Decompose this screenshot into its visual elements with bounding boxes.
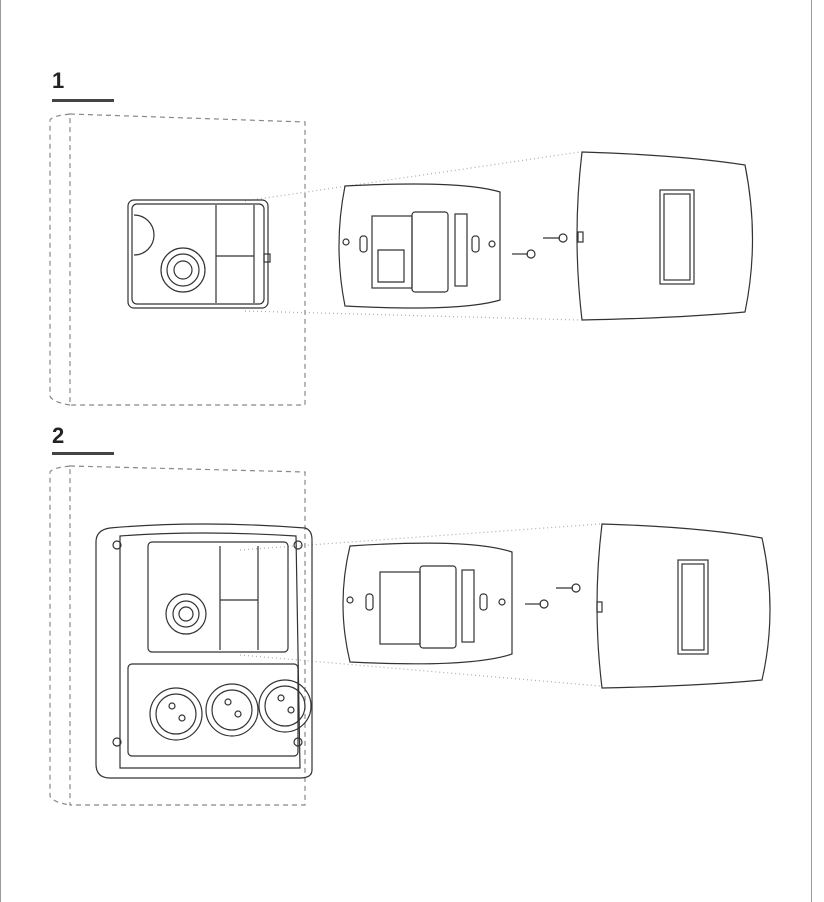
step-2-guide-lines bbox=[239, 523, 601, 687]
step-1-wall-box bbox=[127, 199, 271, 309]
step-1-cover-plate bbox=[576, 151, 754, 321]
outlet-2 bbox=[205, 683, 259, 737]
step-2-underline bbox=[52, 452, 114, 455]
step-1-number: 1 bbox=[52, 68, 65, 93]
step-1-guide-lines bbox=[244, 151, 581, 321]
step-2-screws bbox=[525, 583, 581, 609]
step-1-module-support bbox=[338, 183, 501, 309]
step-1-wall-outline bbox=[49, 113, 306, 406]
step-2-wall-box bbox=[95, 523, 313, 779]
step-2-number: 2 bbox=[52, 423, 65, 448]
step-2-cover-plate bbox=[596, 523, 771, 689]
step-2-module-support bbox=[342, 542, 513, 665]
step-1-screws bbox=[512, 233, 568, 259]
step-1-underline bbox=[52, 99, 114, 102]
outlet-1 bbox=[149, 687, 203, 741]
outlet-3 bbox=[258, 679, 312, 733]
step-2-wall-outline bbox=[49, 465, 306, 806]
